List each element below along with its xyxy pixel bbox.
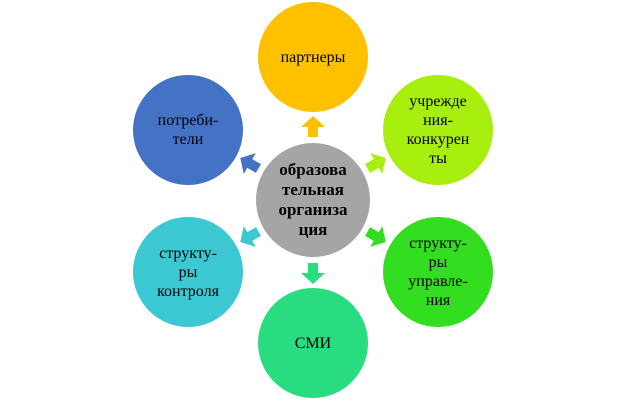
center-label: образова тельная организа ция: [278, 160, 348, 239]
node-partners: партнеры: [258, 2, 368, 112]
node-label: структу- ры управле- ния: [408, 235, 468, 309]
node-management-structures: структу- ры управле- ния: [383, 217, 493, 327]
arrow-icon: [240, 153, 261, 174]
node-label: структу- ры контроля: [157, 244, 219, 300]
arrow-icon: [301, 116, 325, 137]
node-label: учрежде ния- конкурен ты: [406, 93, 470, 167]
node-label: партнеры: [280, 48, 346, 66]
arrow-icon: [301, 263, 325, 284]
arrow-icon: [365, 226, 386, 247]
node-label: потреби- тели: [157, 112, 219, 148]
node-control-structures: структу- ры контроля: [133, 217, 243, 327]
node-label: СМИ: [294, 334, 332, 352]
node-media: СМИ: [258, 288, 368, 398]
node-consumers: потреби- тели: [133, 75, 243, 185]
center-node-educational-organization: образова тельная организа ция: [256, 143, 370, 257]
arrow-icon: [240, 226, 261, 247]
node-competitor-institutions: учрежде ния- конкурен ты: [383, 75, 493, 185]
arrow-icon: [365, 153, 386, 174]
